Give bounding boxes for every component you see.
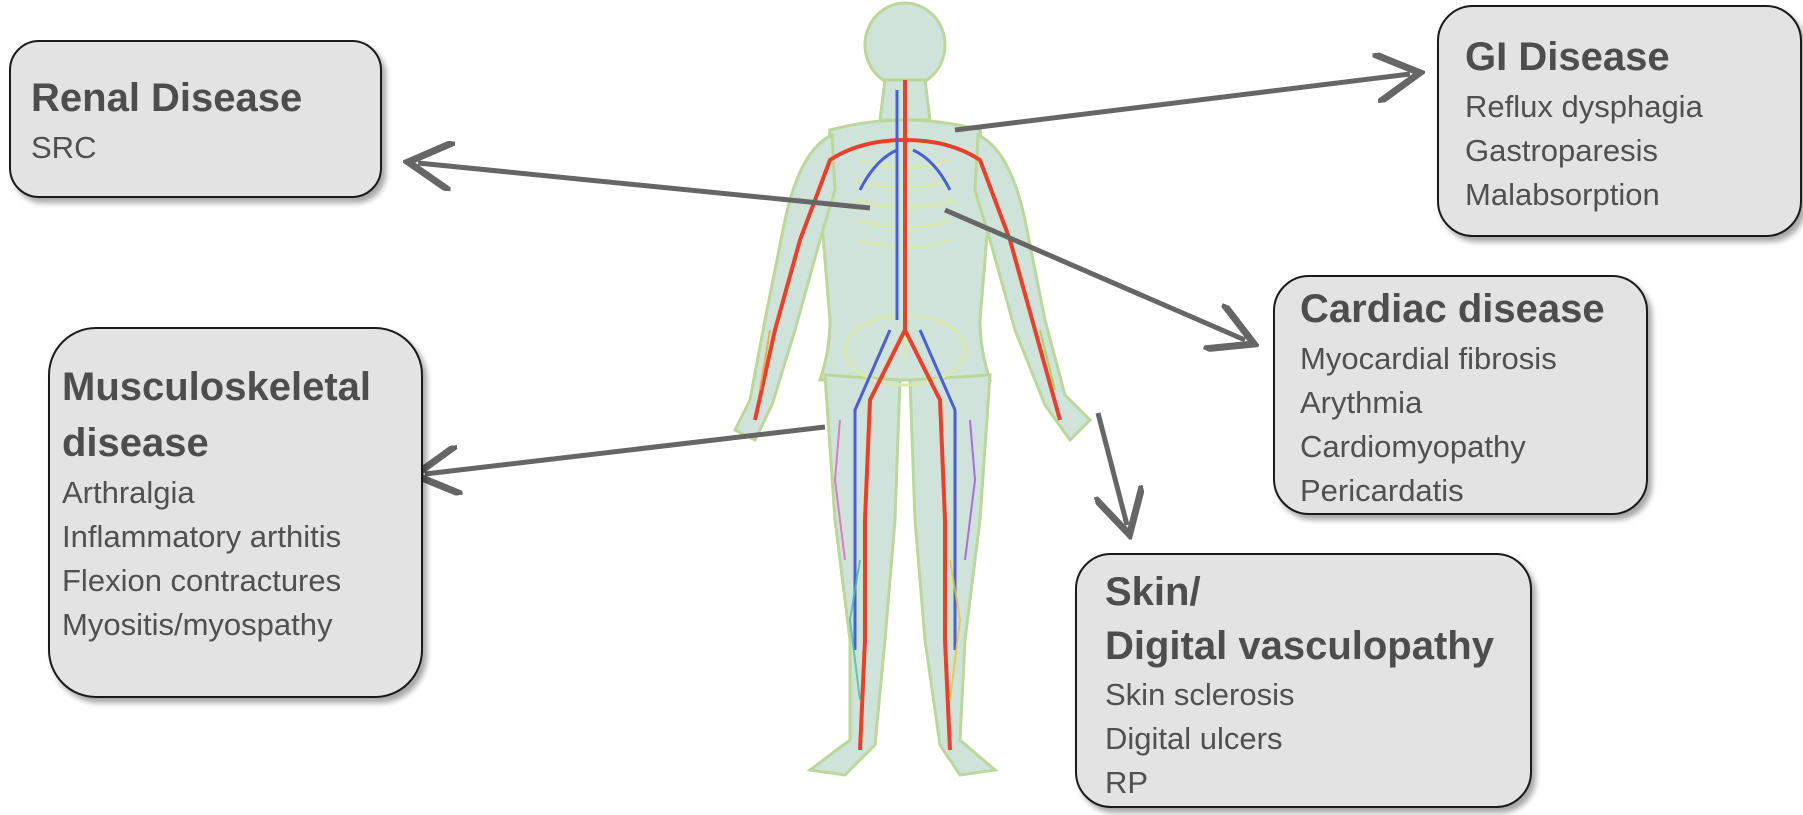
- renal-disease-title: Renal Disease: [31, 70, 380, 126]
- cardiac-item: Myocardial fibrosis: [1300, 337, 1646, 381]
- cardiac-item: Arythmia: [1300, 381, 1646, 425]
- gi-item: Gastroparesis: [1465, 129, 1800, 173]
- musculoskeletal-title-line1: Musculoskeletal: [62, 359, 421, 415]
- gi-disease-title: GI Disease: [1465, 29, 1800, 85]
- musculoskeletal-disease-box: Musculoskeletal disease Arthralgia Infla…: [48, 327, 423, 698]
- skin-title-line2: Digital vasculopathy: [1105, 619, 1530, 673]
- musculoskeletal-title-line2: disease: [62, 415, 421, 471]
- arrow-to-skin: [1098, 413, 1127, 525]
- skin-item: RP: [1105, 761, 1530, 805]
- arrow-to-gi: [955, 74, 1410, 130]
- cardiac-disease-box: Cardiac disease Myocardial fibrosis Aryt…: [1273, 275, 1648, 515]
- renal-disease-box: Renal Disease SRC: [9, 40, 382, 198]
- arrow-to-renal: [418, 163, 870, 208]
- skin-item: Digital ulcers: [1105, 717, 1530, 761]
- gi-disease-box: GI Disease Reflux dysphagia Gastroparesi…: [1437, 5, 1802, 237]
- gi-item: Reflux dysphagia: [1465, 85, 1800, 129]
- skin-item: Skin sclerosis: [1105, 673, 1530, 717]
- musculo-item: Arthralgia: [62, 471, 421, 515]
- musculo-item: Inflammatory arthitis: [62, 515, 421, 559]
- musculo-item: Myositis/myospathy: [62, 603, 421, 647]
- skin-digital-vasculopathy-box: Skin/ Digital vasculopathy Skin sclerosi…: [1075, 553, 1532, 808]
- cardiac-item: Pericardatis: [1300, 469, 1646, 513]
- skin-title-line1: Skin/: [1105, 565, 1530, 619]
- arrow-to-cardiac: [945, 210, 1245, 340]
- renal-item: SRC: [31, 126, 380, 170]
- arrow-to-musculo: [425, 427, 825, 474]
- cardiac-item: Cardiomyopathy: [1300, 425, 1646, 469]
- cardiac-disease-title: Cardiac disease: [1300, 281, 1646, 337]
- gi-item: Malabsorption: [1465, 173, 1800, 217]
- musculo-item: Flexion contractures: [62, 559, 421, 603]
